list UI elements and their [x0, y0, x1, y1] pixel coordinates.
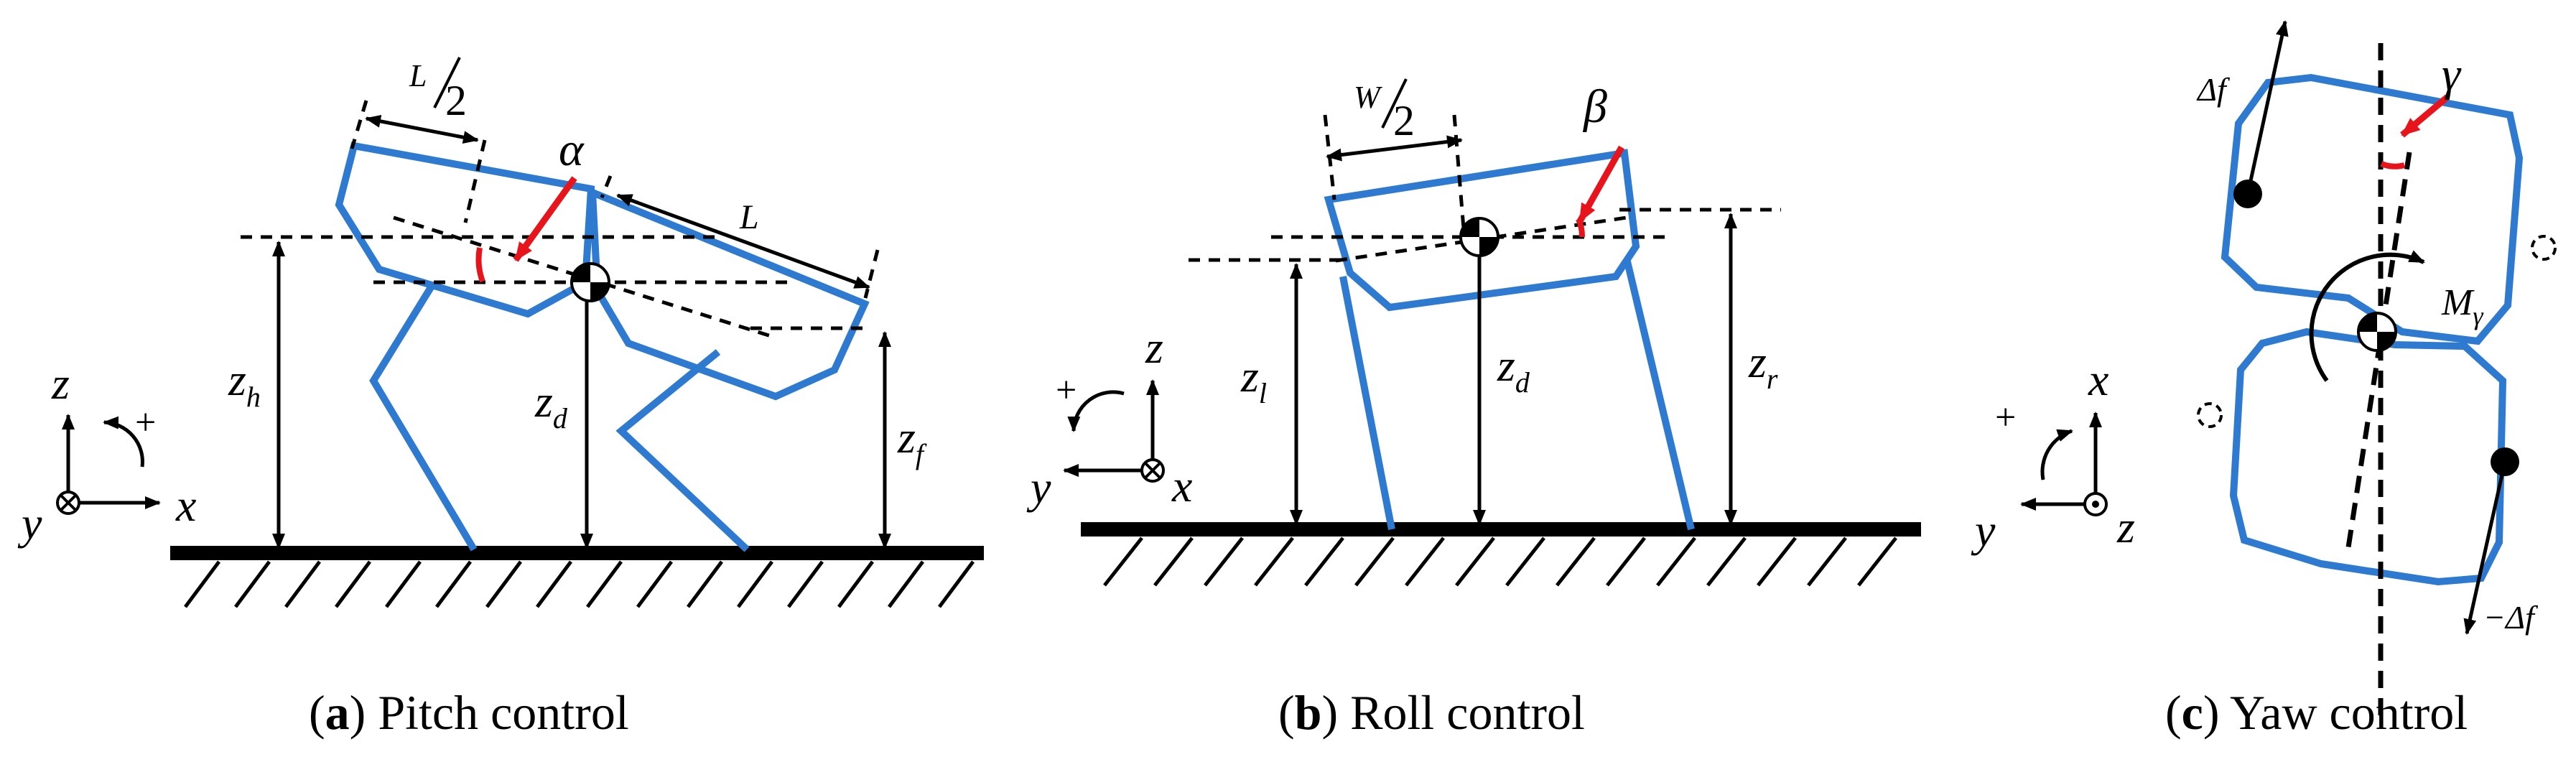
- ground-roll: [1081, 522, 1921, 587]
- alpha-arc: [475, 247, 485, 283]
- alpha-label: α: [559, 124, 585, 176]
- z-d-label-roll: zd: [1497, 340, 1530, 399]
- half-width-denominator: 2: [1393, 97, 1415, 144]
- caption-roll: (b) Roll control: [1278, 685, 1585, 740]
- moment-label: Mγ: [2441, 282, 2483, 330]
- axis-y-roll: y: [1026, 462, 1051, 513]
- z-h-label: zh: [228, 354, 261, 413]
- axis-y-yaw: y: [1971, 505, 1996, 556]
- force-positive-point: [2233, 180, 2262, 208]
- axes-yaw: x y z +: [1971, 354, 2135, 556]
- center-of-mass-yaw: [2357, 312, 2397, 352]
- panel-roll: W 2 β zl zd zr z y x + (b) Roll control: [1026, 78, 1921, 740]
- axis-x-roll: x: [1171, 460, 1192, 511]
- robot-body-roll: [1324, 149, 1640, 312]
- z-r-label: zr: [1748, 336, 1778, 395]
- half-length-numerator: L: [409, 58, 427, 93]
- length-label: L: [739, 198, 759, 236]
- plus-sign-pitch: +: [135, 402, 156, 443]
- gamma-arc: [2380, 161, 2406, 169]
- axis-x-pitch: x: [175, 480, 196, 531]
- force-negative-arrow: [2463, 461, 2507, 635]
- beta-pointer: [1577, 145, 1624, 223]
- force-positive-arrow: [2246, 20, 2289, 195]
- axes-pitch: z x y +: [17, 358, 196, 549]
- center-of-mass-roll: [1459, 217, 1499, 257]
- plus-sign-roll: +: [1056, 370, 1077, 411]
- yaw-heading-line: [2344, 152, 2412, 557]
- caption-yaw: (c) Yaw control: [2165, 685, 2468, 740]
- force-negative-label: −Δf: [2483, 599, 2539, 636]
- axis-z-roll: z: [1145, 322, 1163, 373]
- z-l-label: zl: [1240, 350, 1267, 409]
- gamma-pointer: [2400, 94, 2450, 138]
- center-of-mass-pitch: [570, 262, 610, 302]
- robot-rear-body: [335, 141, 595, 318]
- axis-y-pitch: y: [17, 498, 42, 549]
- panel-yaw: γ Δf −Δf Mγ x y z +: [1971, 20, 2557, 740]
- foot-marker-left: [2197, 402, 2223, 428]
- force-positive-label: Δf: [2196, 71, 2231, 108]
- robot-left-leg: [1339, 276, 1395, 530]
- axis-z-pitch: z: [51, 358, 70, 409]
- axis-x-yaw: x: [2088, 354, 2108, 405]
- force-negative-point: [2491, 447, 2519, 476]
- robot-rear-leg: [369, 285, 478, 552]
- alpha-pointer: [513, 176, 577, 262]
- beta-label: β: [1582, 80, 1607, 133]
- moment-arrow: [2309, 250, 2425, 382]
- half-width-numerator: W: [1354, 80, 1382, 115]
- caption-pitch: (a) Pitch control: [309, 685, 629, 740]
- axis-z-yaw: z: [2116, 501, 2135, 552]
- plus-sign-yaw: +: [1995, 397, 2016, 438]
- z-f-label: zf: [897, 412, 927, 470]
- gamma-label: γ: [2442, 48, 2462, 101]
- z-d-label-pitch: zd: [534, 376, 568, 435]
- robot-right-leg: [1623, 257, 1695, 531]
- ground-pitch: [170, 546, 984, 608]
- robot-bottom-half: [2229, 328, 2507, 586]
- robot-front-leg: [615, 349, 750, 552]
- panel-pitch: L 2 L α zh zd zf z x y + (a) Pitch contr…: [17, 57, 984, 740]
- foot-marker-right: [2531, 235, 2557, 261]
- half-length-denominator: 2: [445, 77, 467, 124]
- axes-roll: z y x +: [1026, 322, 1192, 513]
